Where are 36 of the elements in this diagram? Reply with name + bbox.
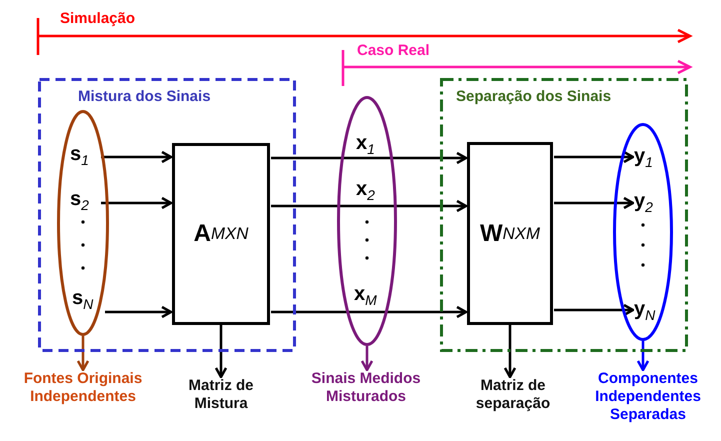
signal-label: x$_{1}$ [356,132,390,156]
caption-text: Fontes Originais Independentes [3,370,163,406]
signal-label: y$_{2}$ [634,190,668,214]
arrow [554,304,634,316]
leader-arrow [214,325,228,378]
group-frame [38,78,296,352]
signal-label: s$_{1}$ [70,143,100,167]
group-title: Separação dos Sinais [456,88,612,105]
signal-label: y$_{N}$ [634,298,670,322]
arrow [101,196,172,210]
oval-outline [337,96,397,346]
signal-label: y$_{1}$ [634,145,668,169]
arrow [554,150,634,164]
arrow [271,200,468,212]
leader-arrow [636,341,650,372]
leader-arrow [360,346,374,372]
arrow [271,306,468,318]
arrow [271,152,468,164]
caption-text: Matriz de Mistura [161,377,281,413]
phase-label: Simulação [60,10,136,27]
group-title: Mistura dos Sinais [78,88,211,105]
signal-label: x$_{2}$ [356,178,390,202]
leader-arrow [504,325,516,378]
group-frame [440,78,688,352]
oval-outline [57,110,109,336]
phase-label: Caso Real [357,42,430,59]
caption-text: Componentes Independentes Separadas [578,370,718,424]
caption-text: Matriz de separação [448,377,578,413]
signal-label: s$_{N}$ [72,287,104,311]
leader-arrow [76,336,90,372]
arrow [554,196,634,210]
signal-label: s$_{2}$ [70,188,100,212]
caption-text: Sinais Medidos Misturados [306,370,426,406]
arrow [101,150,172,164]
signal-label: x$_{M}$ [354,283,394,307]
oval-outline [613,123,673,341]
